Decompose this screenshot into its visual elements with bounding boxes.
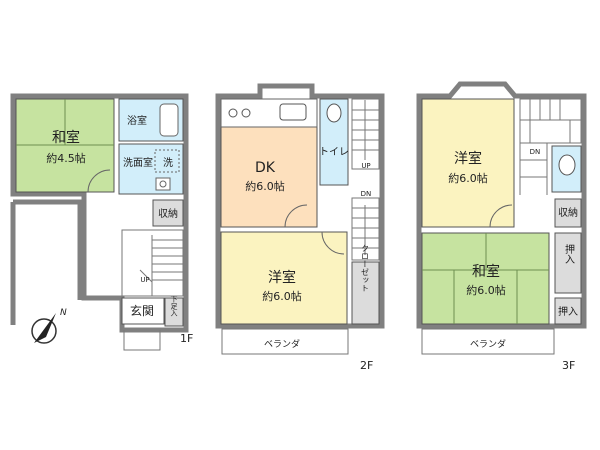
room-youshitsu-2f: [220, 231, 348, 325]
stove-icon: [241, 108, 251, 118]
room-shoebox-1f: [164, 297, 184, 327]
room-oshiire-3f: [554, 232, 582, 294]
room-closet-2f: [351, 261, 380, 325]
room-size: 約4.5帖: [46, 151, 86, 165]
floor-1: 和室 約4.5帖 浴室 洗面室 洗 収納 UP 玄関 下足入: [10, 93, 193, 351]
room-label: 収納: [558, 206, 578, 219]
room-label: 浴室: [127, 114, 147, 127]
floor-label: 2F: [360, 359, 373, 372]
washer-label: 洗: [163, 157, 173, 169]
room-label: DK: [255, 160, 276, 176]
room-label: ベランダ: [264, 338, 300, 350]
floor-label: 3F: [562, 359, 575, 372]
toilet-icon: [558, 154, 576, 176]
room-label: 押入: [563, 243, 575, 264]
room-washroom-1f: [118, 143, 184, 195]
room-youshitsu-3f: [421, 98, 515, 228]
room-size: 約6.0帖: [262, 289, 302, 303]
room-storage-3f: [554, 198, 582, 228]
stair-label: DN: [361, 190, 372, 198]
room-label: 洋室: [268, 269, 296, 286]
room-label: 収納: [158, 207, 178, 220]
room-label: ベランダ: [470, 338, 506, 350]
stairs-down-3f: [519, 98, 582, 195]
veranda-3f: [421, 328, 555, 355]
room-label: 洋室: [454, 150, 482, 167]
stair-label: UP: [361, 162, 370, 170]
room-size: 約6.0帖: [448, 171, 488, 185]
room-label: トイレ: [319, 147, 349, 158]
sink-icon: [155, 177, 171, 191]
stair-label: UP: [140, 276, 149, 284]
stair-label: DN: [530, 148, 541, 156]
room-oshiire-small-3f: [554, 297, 582, 325]
stairs-down-2f: [351, 197, 380, 261]
room-label: 和室: [472, 263, 500, 280]
room-storage-1f: [152, 199, 184, 227]
room-label: 押入: [558, 305, 578, 318]
floor-label: 1F: [180, 332, 193, 345]
floor-3: 洋室 約6.0帖 DN 収納 和室 約6.0帖 押入 押: [416, 81, 587, 372]
room-label: 下足入: [170, 296, 178, 317]
floor-2: DK 約6.0帖 トイレ UP DN 洋室 約6.0帖: [215, 83, 385, 372]
svg-text:N: N: [60, 308, 67, 318]
sink-icon: [279, 103, 307, 121]
bathtub-icon: [159, 103, 179, 137]
stairs-1f: [139, 235, 183, 296]
room-size: 約6.0帖: [466, 283, 506, 297]
room-entrance-1f: [121, 297, 165, 325]
veranda-2f: [221, 328, 349, 355]
stove-icon: [228, 108, 238, 118]
room-size: 約6.0帖: [245, 179, 285, 193]
toilet-icon: [326, 103, 342, 123]
floor-1-lower-left-wall: [10, 199, 83, 325]
room-label: 洗面室: [123, 156, 153, 169]
compass-icon: N: [31, 308, 67, 344]
room-label: クローゼット: [361, 244, 370, 292]
room-label: 玄関: [130, 303, 154, 318]
room-label: 和室: [52, 129, 80, 146]
stairs-up-2f: [351, 98, 380, 170]
